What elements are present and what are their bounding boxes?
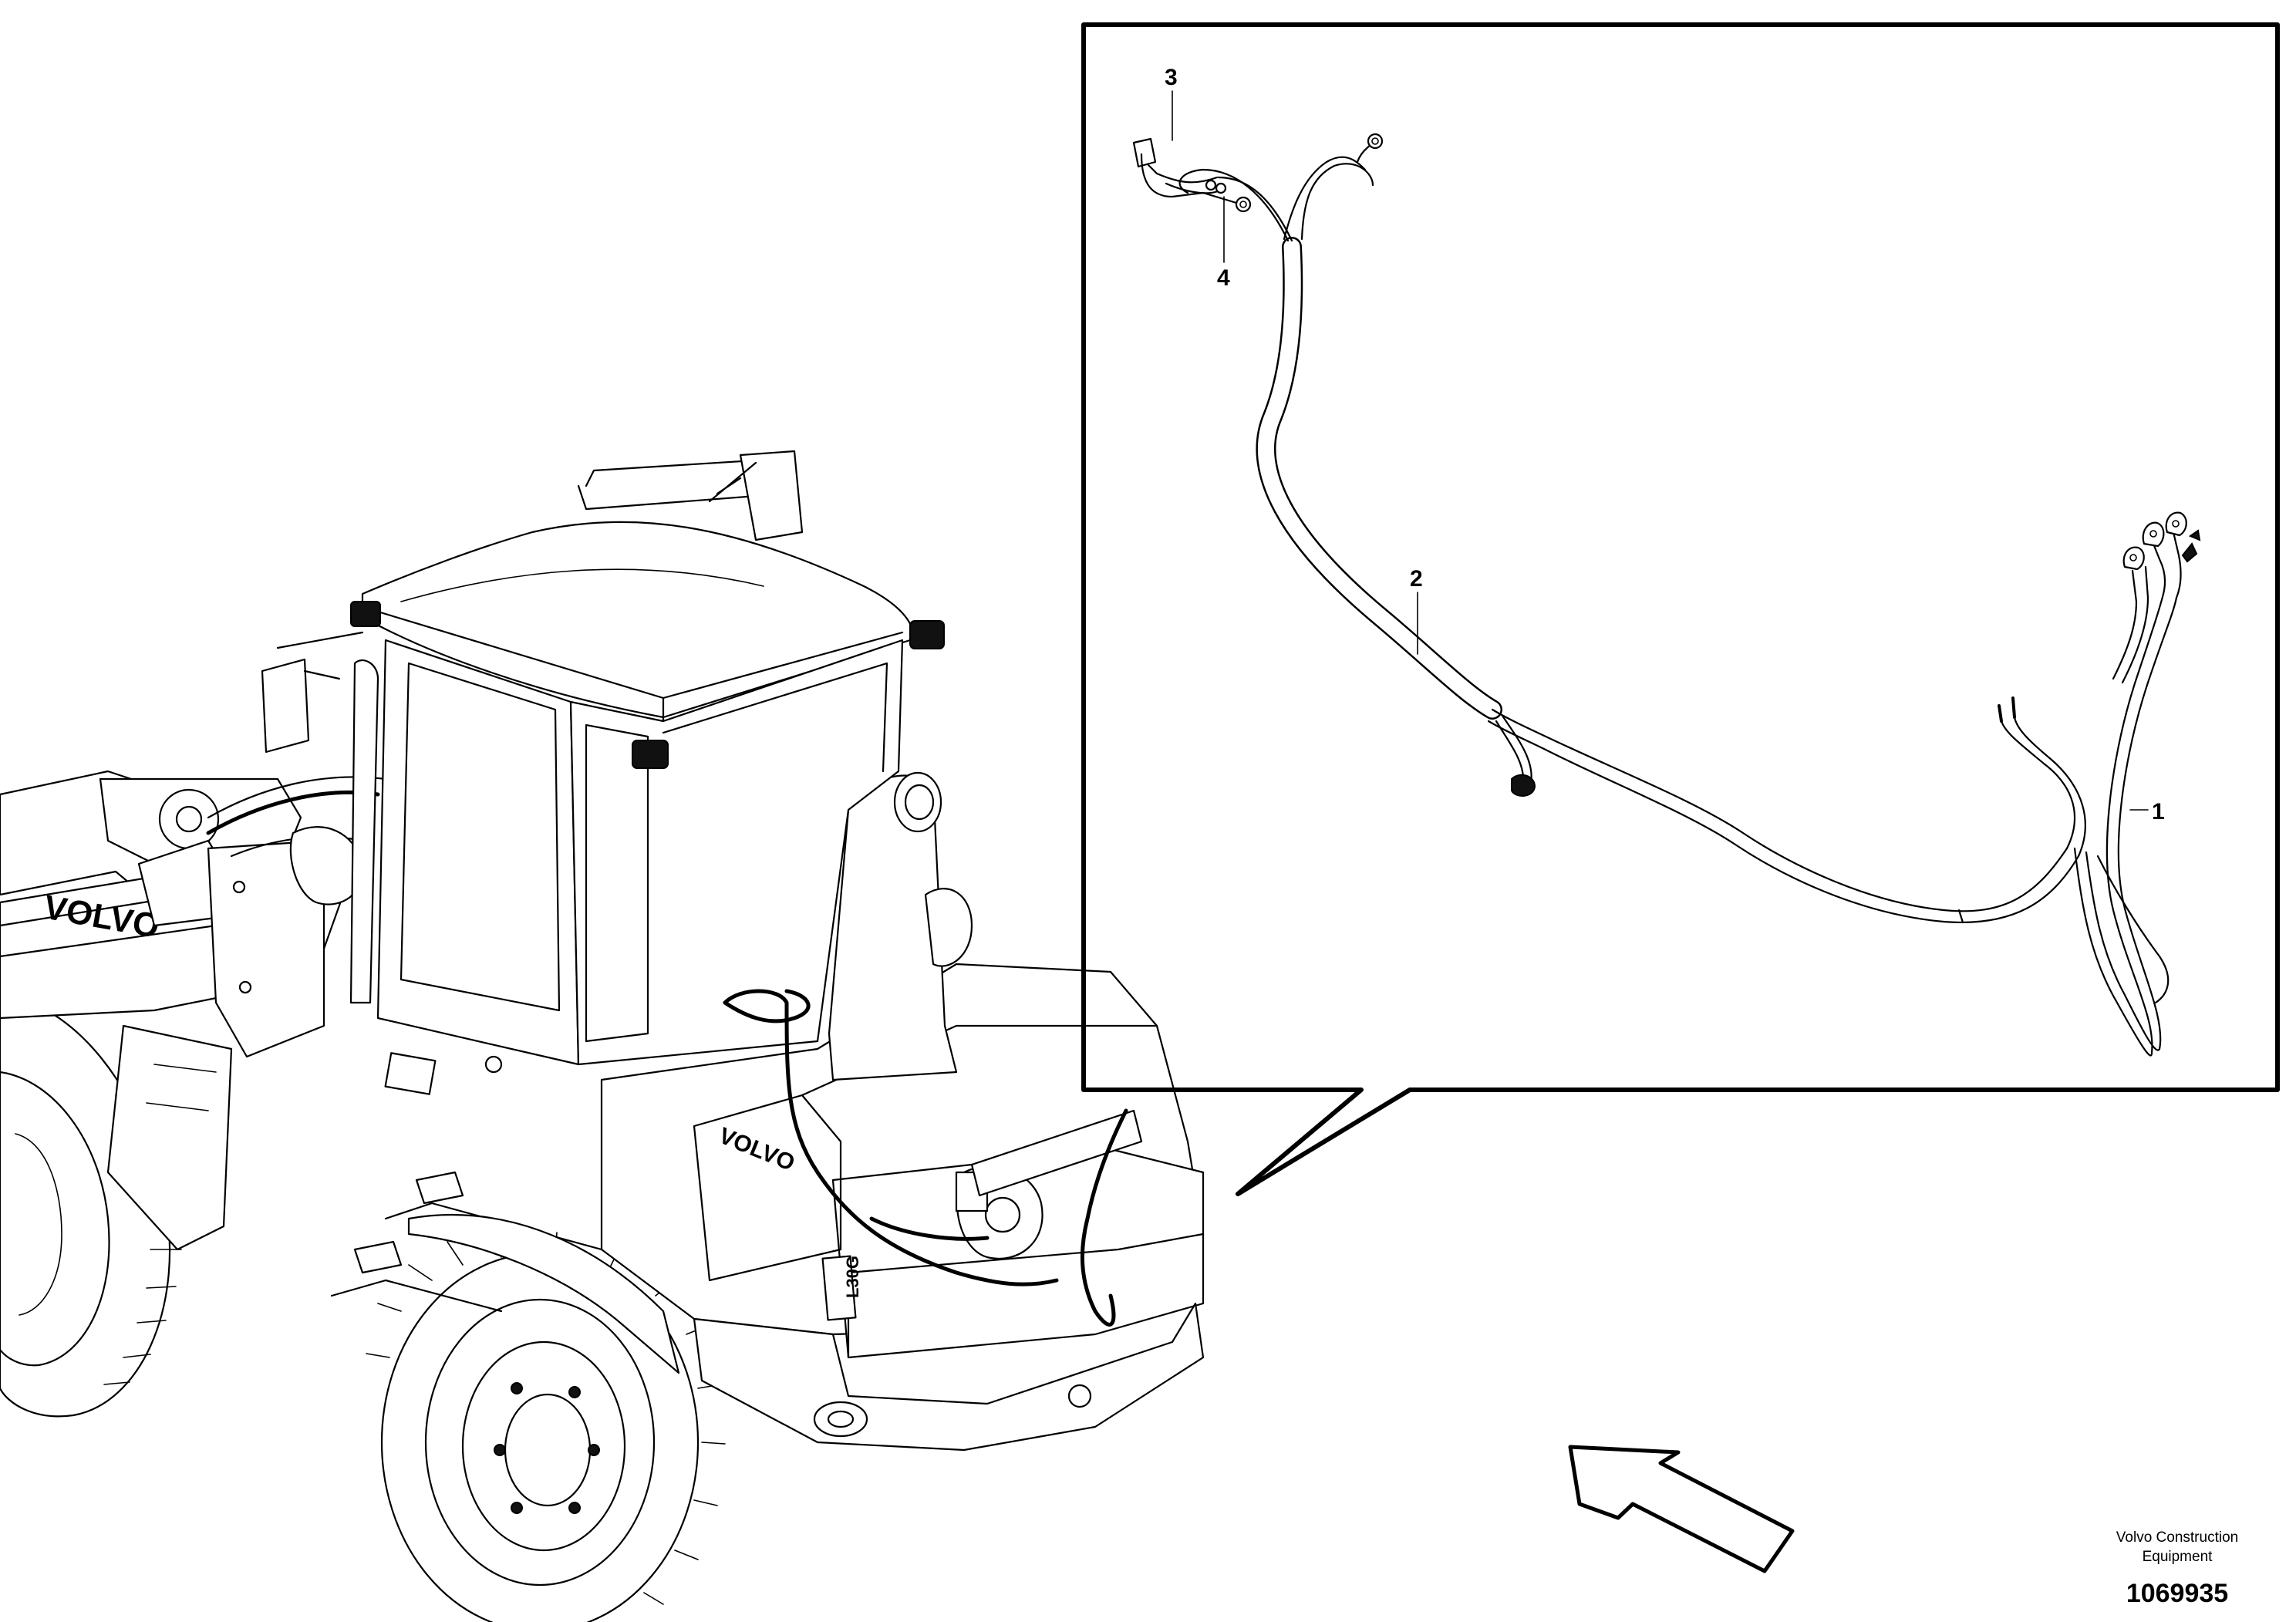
exhaust-stack [828, 771, 973, 1081]
steps [330, 1171, 680, 1374]
hood-model-text: L30G [843, 1256, 862, 1298]
document-number: 1069935 [2126, 1579, 2228, 1608]
footer-company-line2: Equipment [2143, 1549, 2213, 1565]
footer-block: Volvo Construction Equipment 1069935 [2116, 1529, 2238, 1608]
rear-wheel [366, 1232, 726, 1622]
callout-4: 4 [1217, 265, 1230, 291]
engine-hood: VOLVO L30G [600, 963, 1205, 1452]
operator-cab [261, 450, 945, 1095]
direction-arrow-icon [1568, 1445, 1795, 1573]
leader-lines [1172, 90, 2149, 811]
detail-callout-frame [1081, 22, 2280, 1196]
wheel-loader-illustration: VOLVO [0, 450, 1205, 1622]
loader-arm: VOLVO [0, 770, 364, 1251]
machine-cable-route [723, 989, 1128, 1327]
callout-2: 2 [1410, 566, 1423, 592]
callout-1: 1 [2152, 799, 2165, 824]
callout-3: 3 [1165, 65, 1178, 90]
battery-cable-detail [1132, 133, 2201, 1057]
footer-company-line1: Volvo Construction [2116, 1529, 2238, 1546]
